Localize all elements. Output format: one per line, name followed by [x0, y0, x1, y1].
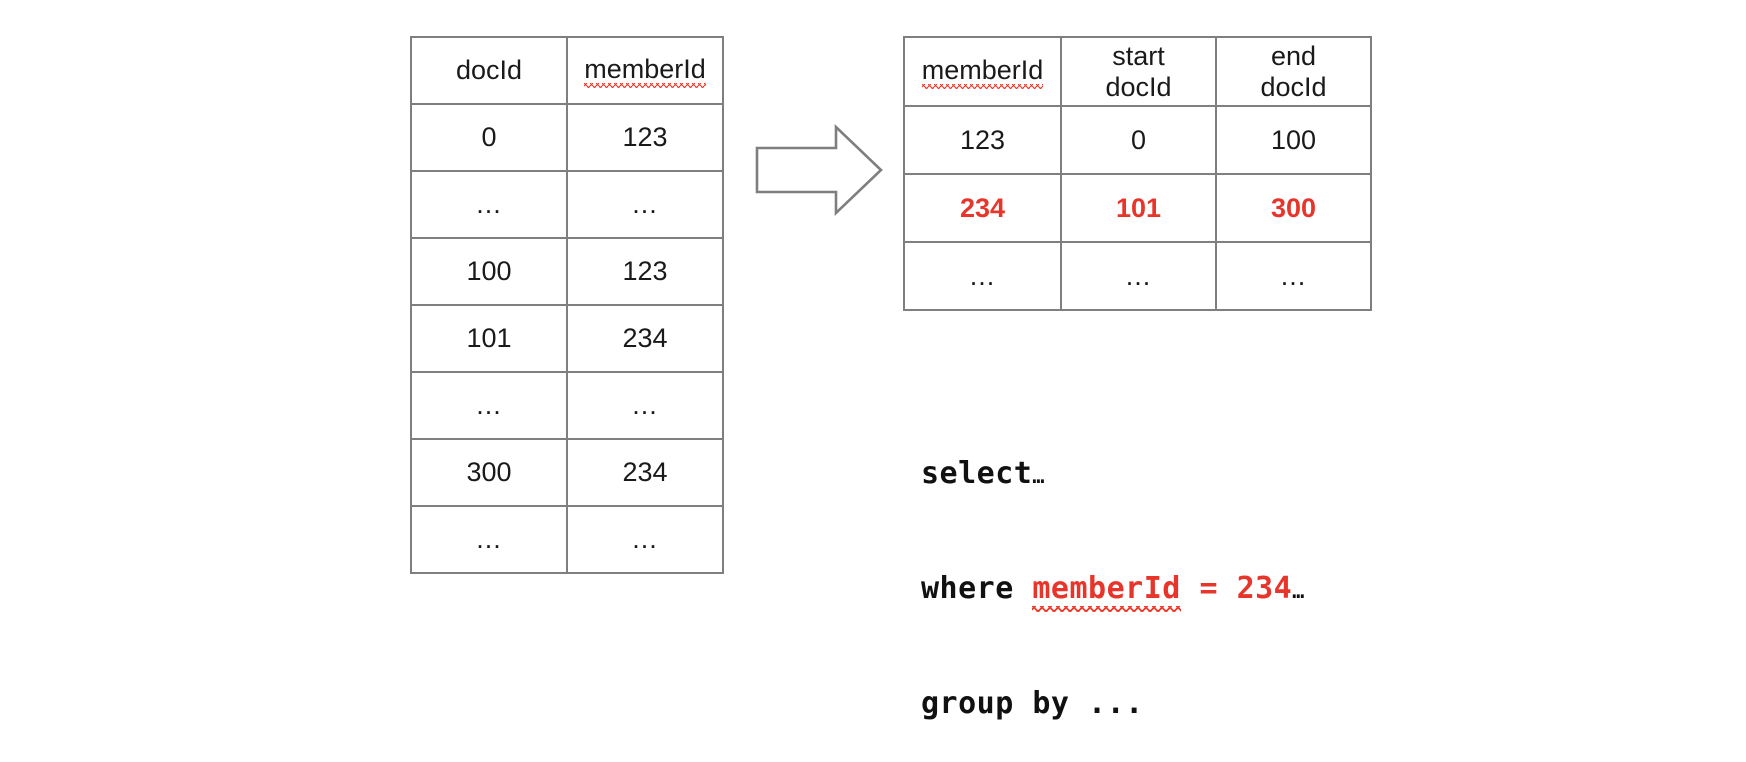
sql-line-select: select…: [921, 455, 1304, 493]
cell-end-docid: 300: [1215, 173, 1372, 243]
sql-operator-equals: =: [1199, 570, 1218, 606]
cell-docid: 300: [410, 438, 568, 507]
sql-line-group-by: group by ...: [921, 686, 1144, 722]
table-row: ... ...: [410, 505, 724, 574]
transform-arrow-icon: [752, 122, 886, 218]
table-row: 123 0 100: [903, 105, 1372, 175]
table-row: 300 234: [410, 438, 724, 507]
cell-end-docid: 100: [1215, 105, 1372, 175]
cell-start-docid: ...: [1060, 241, 1217, 311]
cell-docid: 100: [410, 237, 568, 306]
cell-memberid: 234: [566, 438, 724, 507]
cell-memberid: 123: [566, 103, 724, 172]
cell-docid: ...: [410, 505, 568, 574]
cell-memberid: 234: [903, 173, 1062, 243]
sql-where-ellipsis: …: [1292, 578, 1305, 603]
table-row: ... ...: [410, 170, 724, 239]
cell-memberid: ...: [566, 170, 724, 239]
cell-memberid: 123: [566, 237, 724, 306]
sql-field-memberid: memberId: [1032, 570, 1181, 613]
cell-start-docid: 101: [1060, 173, 1217, 243]
column-header-docid: docId: [410, 36, 568, 105]
column-header-memberid: memberId: [903, 36, 1062, 107]
table-row: 101 234: [410, 304, 724, 373]
cell-docid: ...: [410, 371, 568, 440]
cell-start-docid: 0: [1060, 105, 1217, 175]
sql-keyword-where: where: [921, 570, 1014, 606]
table-header-row: docId memberId: [410, 36, 724, 105]
table-row: 0 123: [410, 103, 724, 172]
table-row: ... ... ...: [903, 241, 1372, 311]
cell-docid: ...: [410, 170, 568, 239]
cell-docid: 0: [410, 103, 568, 172]
source-table: docId memberId 0 123 ... ... 100 123 101…: [410, 36, 724, 574]
cell-docid: 101: [410, 304, 568, 373]
table-row-highlighted: 234 101 300: [903, 173, 1372, 243]
cell-memberid: ...: [903, 241, 1062, 311]
cell-end-docid: ...: [1215, 241, 1372, 311]
cell-memberid: ...: [566, 371, 724, 440]
sql-line-where: where memberId = 234…: [921, 570, 1305, 613]
column-header-memberid: memberId: [566, 36, 724, 105]
sql-select-ellipsis: …: [1032, 463, 1045, 488]
table-row: ... ...: [410, 371, 724, 440]
sql-value-234: 234: [1236, 570, 1293, 606]
sql-snippet: select… where memberId = 234… group by .…: [921, 378, 1304, 762]
sql-keyword-select: select: [921, 455, 1033, 491]
cell-memberid: ...: [566, 505, 724, 574]
table-row: 100 123: [410, 237, 724, 306]
cell-memberid: 123: [903, 105, 1062, 175]
cell-memberid: 234: [566, 304, 724, 373]
